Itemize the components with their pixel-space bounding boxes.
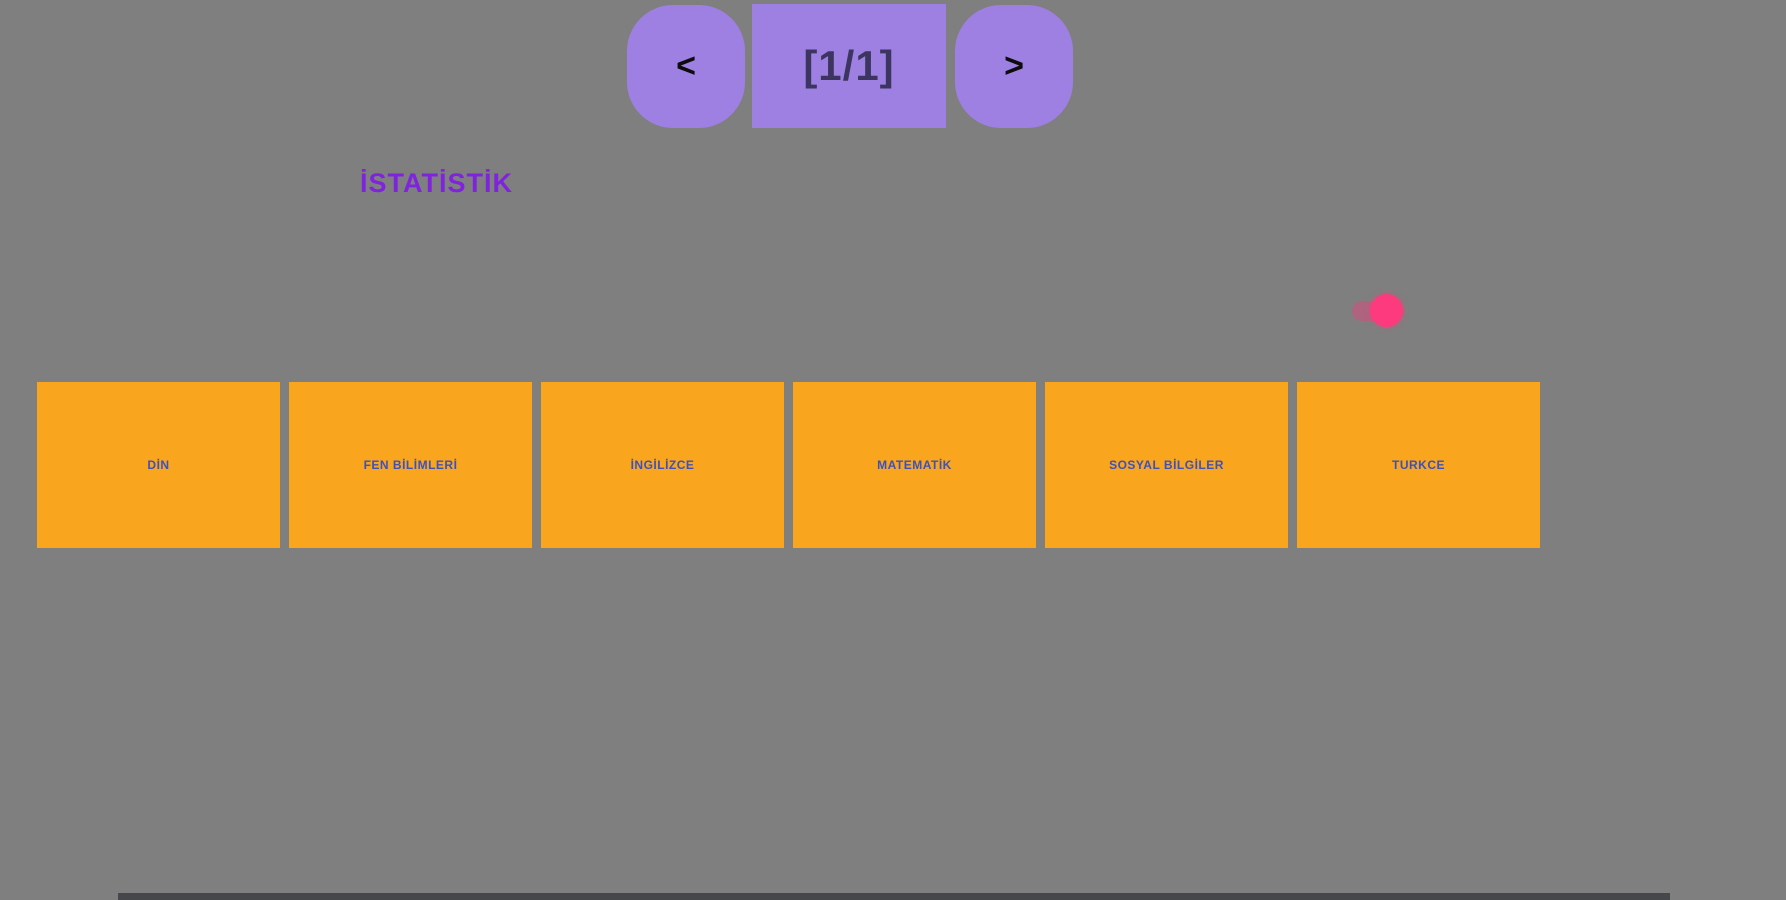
subject-card-label: TURKCE [1392, 458, 1445, 472]
toggle-knob[interactable] [1370, 294, 1403, 327]
next-page-button[interactable]: > [955, 5, 1073, 128]
subject-card-matematik[interactable]: MATEMATİK [793, 382, 1036, 548]
subject-card-label: FEN BİLİMLERİ [363, 458, 458, 472]
chevron-right-icon: > [1004, 47, 1024, 85]
subject-card-din[interactable]: DİN [37, 382, 280, 548]
subject-card-ingilizce[interactable]: İNGİLİZCE [541, 382, 784, 548]
subject-card-label: İNGİLİZCE [630, 458, 695, 472]
subject-card-label: DİN [147, 458, 170, 472]
bottom-edge-bar [118, 893, 1670, 900]
subject-card-label: SOSYAL BİLGİLER [1109, 458, 1224, 472]
subject-card-turkce[interactable]: TURKCE [1297, 382, 1540, 548]
page-title: İSTATİSTİK [360, 168, 513, 198]
subject-card-sosyal-bilgiler[interactable]: SOSYAL BİLGİLER [1045, 382, 1288, 548]
subject-card-fen-bilimleri[interactable]: FEN BİLİMLERİ [289, 382, 532, 548]
subject-cards-row: DİN FEN BİLİMLERİ İNGİLİZCE MATEMATİK SO… [37, 382, 1540, 548]
chevron-left-icon: < [676, 47, 696, 85]
subject-card-label: MATEMATİK [877, 458, 952, 472]
page-indicator: [1/1] [752, 4, 946, 128]
previous-page-button[interactable]: < [627, 5, 745, 128]
